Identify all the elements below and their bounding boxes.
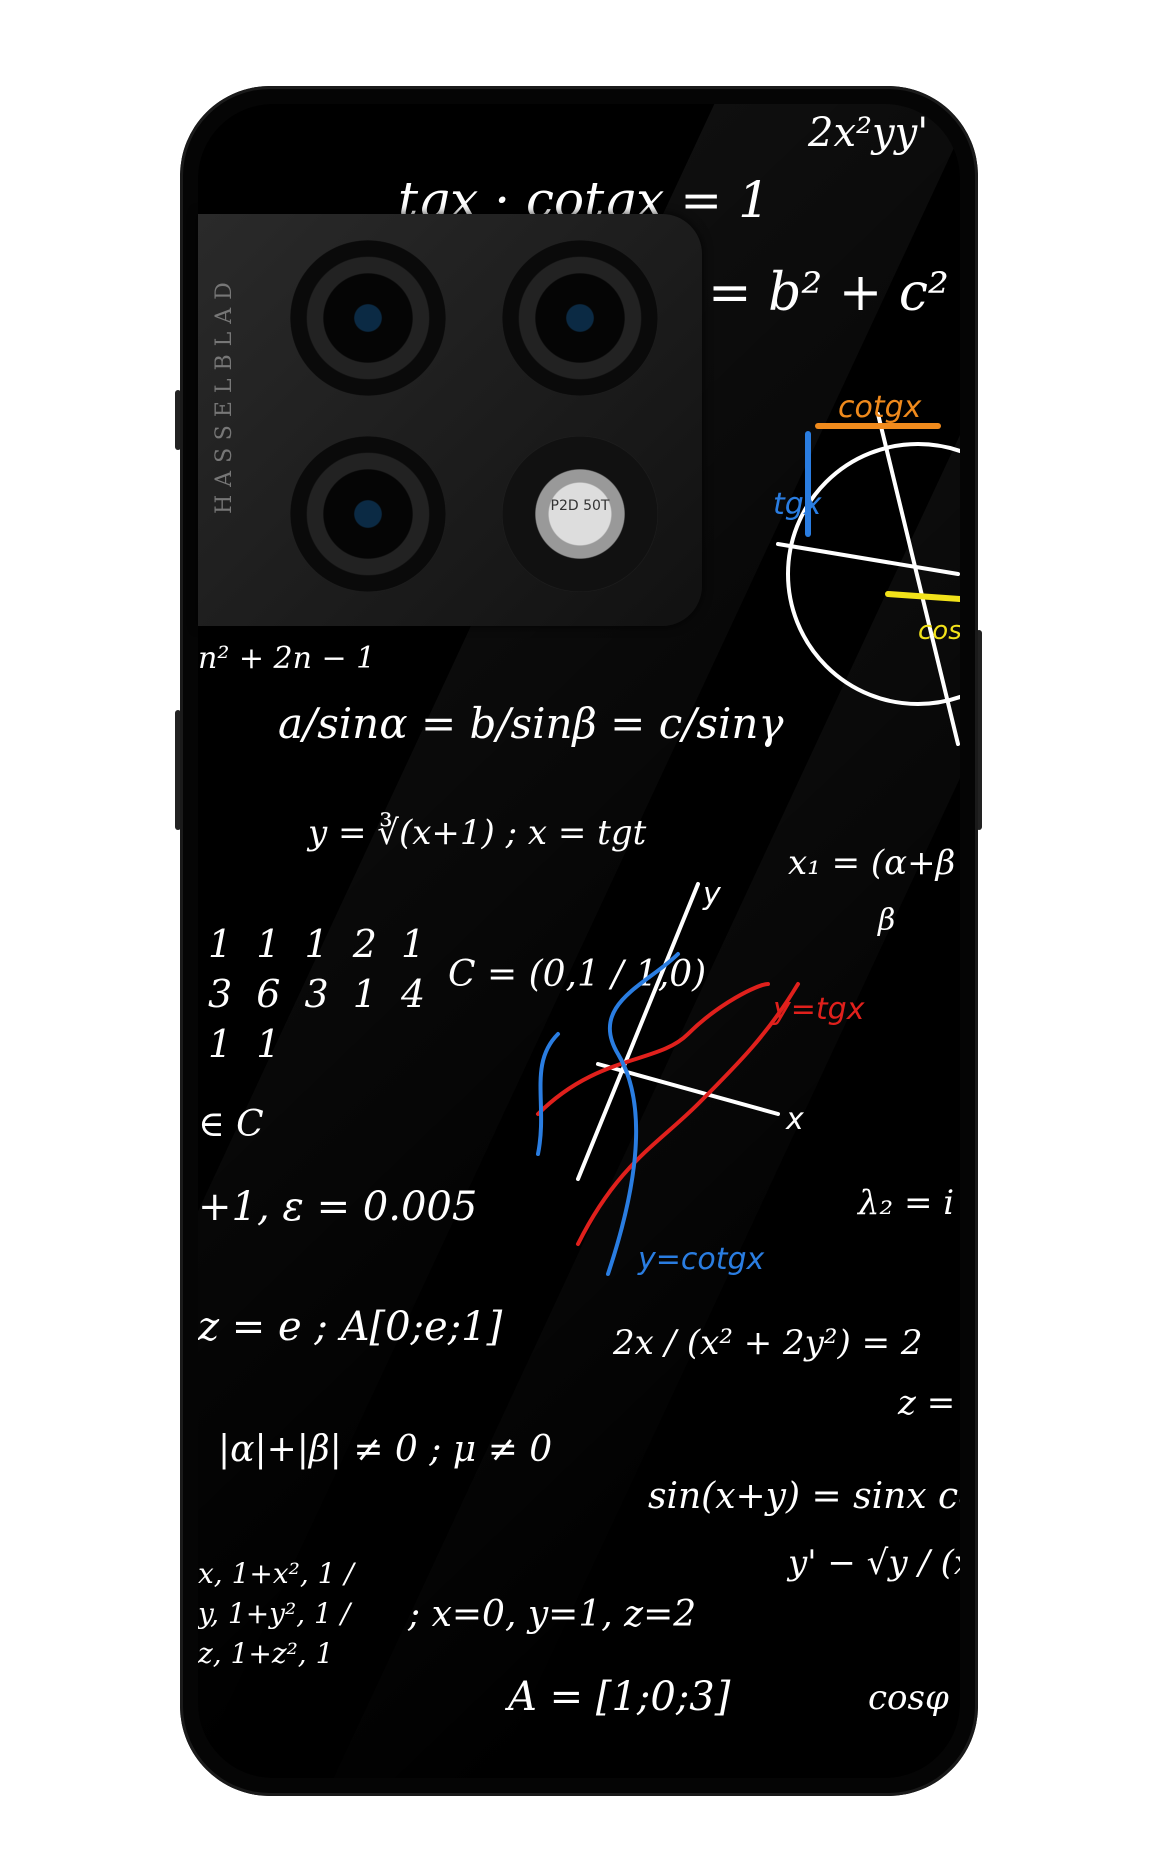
- flash-label: P2D 50T: [550, 498, 610, 514]
- formula: 2x²yy': [808, 110, 929, 156]
- camera-lens: [502, 240, 658, 396]
- formula: z = e ; A[0;e;1]: [198, 1304, 503, 1350]
- formula: cosφ: [868, 1678, 949, 1718]
- formula: β: [878, 903, 896, 938]
- y-axis-line: [576, 882, 700, 1181]
- formula: z =: [898, 1383, 956, 1423]
- unit-circle: [786, 442, 960, 706]
- tg-curve-2: [576, 982, 800, 1246]
- formula: x, 1+x², 1 / y, 1+y², 1 / z, 1+z², 1: [198, 1557, 354, 1670]
- y-axis-label: y: [702, 877, 722, 912]
- formula: sin(x+y) = sinx cos: [648, 1476, 960, 1517]
- side-button-left: [175, 390, 181, 450]
- camera-module: HASSELBLAD P2D 50T: [198, 214, 702, 626]
- camera-brand-text: HASSELBLAD: [212, 274, 237, 514]
- camera-lens: [290, 436, 446, 592]
- formula: y = ∛(x+1) ; x = tgt: [308, 813, 647, 853]
- formula: 1 1 1 2 1 3 6 3 1 4 1 1: [208, 922, 432, 1066]
- formula: n² + 2n − 1: [198, 641, 376, 676]
- x-axis-label: x: [785, 1102, 804, 1137]
- formula: λ₂ = i: [858, 1183, 955, 1223]
- formula: ; x=0, y=1, z=2: [408, 1594, 697, 1635]
- cos-segment: [885, 591, 960, 602]
- formula: +1, ε = 0.005: [198, 1184, 478, 1230]
- phone-case: tgx · cotgx = 1 2x²yy' = b² + c² − 2 n² …: [180, 86, 978, 1796]
- cotg-curve-2: [606, 952, 680, 1276]
- cot-curve-label: y=cotgx: [637, 1242, 765, 1277]
- flash-unit: P2D 50T: [502, 436, 658, 592]
- side-button-right: [976, 630, 982, 830]
- tan-curve-label: y=tgx: [772, 992, 865, 1027]
- cotg-label: cotgx: [838, 390, 922, 425]
- formula: A = [1;0;3]: [508, 1674, 731, 1720]
- formula: y' − √y / (x+2) =: [788, 1543, 960, 1583]
- formula: 2x / (x² + 2y²) = 2: [613, 1323, 923, 1363]
- cos-label: cos: [918, 616, 960, 646]
- formula: = b² + c² − 2: [708, 263, 960, 323]
- tg-curve-1: [536, 982, 770, 1116]
- cotg-curve-1: [536, 1032, 560, 1156]
- graph-sketches: cotgx tgx cos y x y=tgx y=cotgx: [536, 390, 960, 1277]
- formula: ∈ C: [198, 1104, 264, 1145]
- tg-label: tgx: [773, 487, 822, 522]
- camera-lens: [290, 240, 446, 396]
- formula: |α|+|β| ≠ 0 ; μ ≠ 0: [218, 1429, 553, 1470]
- side-button-left-2: [175, 710, 181, 830]
- formula: x₁ = (α+β: [788, 843, 956, 883]
- formula: a/sinα = b/sinβ = c/sinγ: [278, 699, 784, 748]
